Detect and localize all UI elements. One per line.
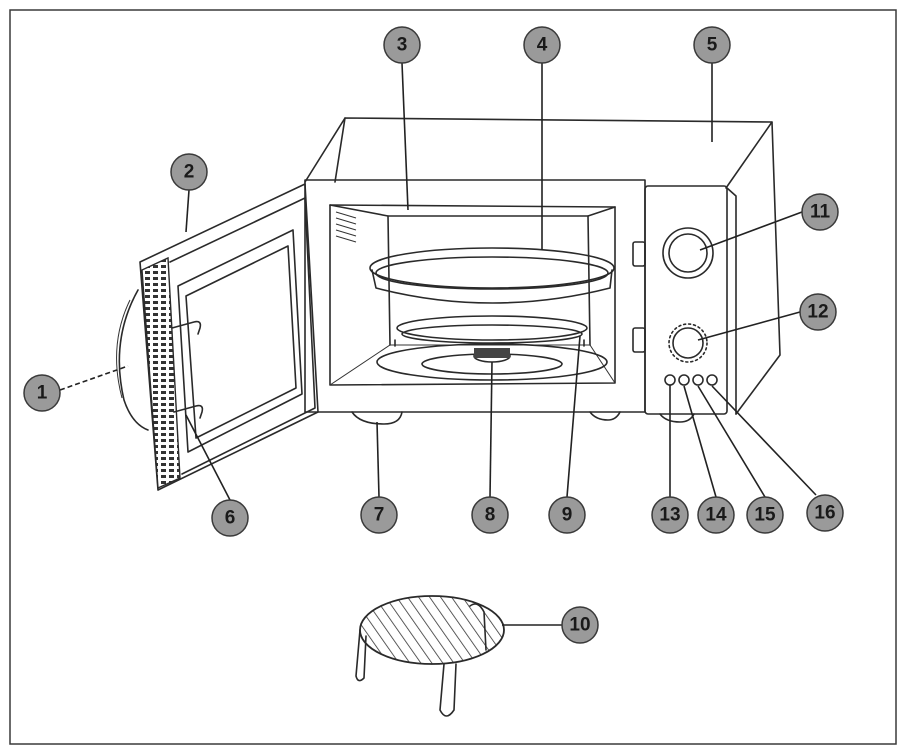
callout-7-label: 7	[374, 505, 385, 526]
callout-8-label: 8	[485, 505, 496, 526]
callout-13-label: 13	[659, 505, 680, 526]
callout-16-label: 16	[814, 503, 835, 524]
callout-12: 12	[799, 293, 837, 331]
callout-12-label: 12	[807, 302, 828, 323]
callout-5-label: 5	[707, 35, 718, 56]
callout-10-label: 10	[569, 615, 590, 636]
callout-2: 2	[170, 153, 208, 191]
callout-6: 6	[211, 499, 249, 537]
callout-16: 16	[806, 494, 844, 532]
microwave-body	[304, 117, 781, 425]
roller-ring	[396, 315, 588, 344]
callout-9-label: 9	[562, 505, 573, 526]
callout-14: 14	[697, 496, 735, 534]
callout-3: 3	[383, 26, 421, 64]
callout-14-label: 14	[705, 505, 727, 526]
callout-9: 9	[548, 496, 586, 534]
callout-1-label: 1	[37, 383, 48, 404]
callout-13: 13	[651, 496, 689, 534]
grill-plate	[369, 247, 615, 304]
callout-15-label: 15	[754, 505, 776, 526]
leader-lines	[59, 62, 817, 626]
callout-3-label: 3	[397, 35, 408, 56]
callout-7: 7	[360, 496, 398, 534]
callout-4: 4	[523, 26, 561, 64]
diagram-frame	[9, 9, 897, 745]
callout-15: 15	[746, 496, 784, 534]
callout-11-label: 11	[810, 202, 831, 223]
callout-8: 8	[471, 496, 509, 534]
high-rack	[355, 595, 505, 717]
callout-6-label: 6	[225, 508, 236, 529]
microwave-door	[116, 183, 319, 491]
control-knobs	[662, 227, 718, 386]
vent-grille	[335, 211, 357, 243]
callout-5: 5	[693, 26, 731, 64]
callout-1: 1	[23, 374, 61, 412]
callout-2-label: 2	[184, 162, 195, 183]
callout-11: 11	[801, 193, 839, 231]
callout-4-label: 4	[537, 35, 548, 56]
callout-10: 10	[561, 606, 599, 644]
